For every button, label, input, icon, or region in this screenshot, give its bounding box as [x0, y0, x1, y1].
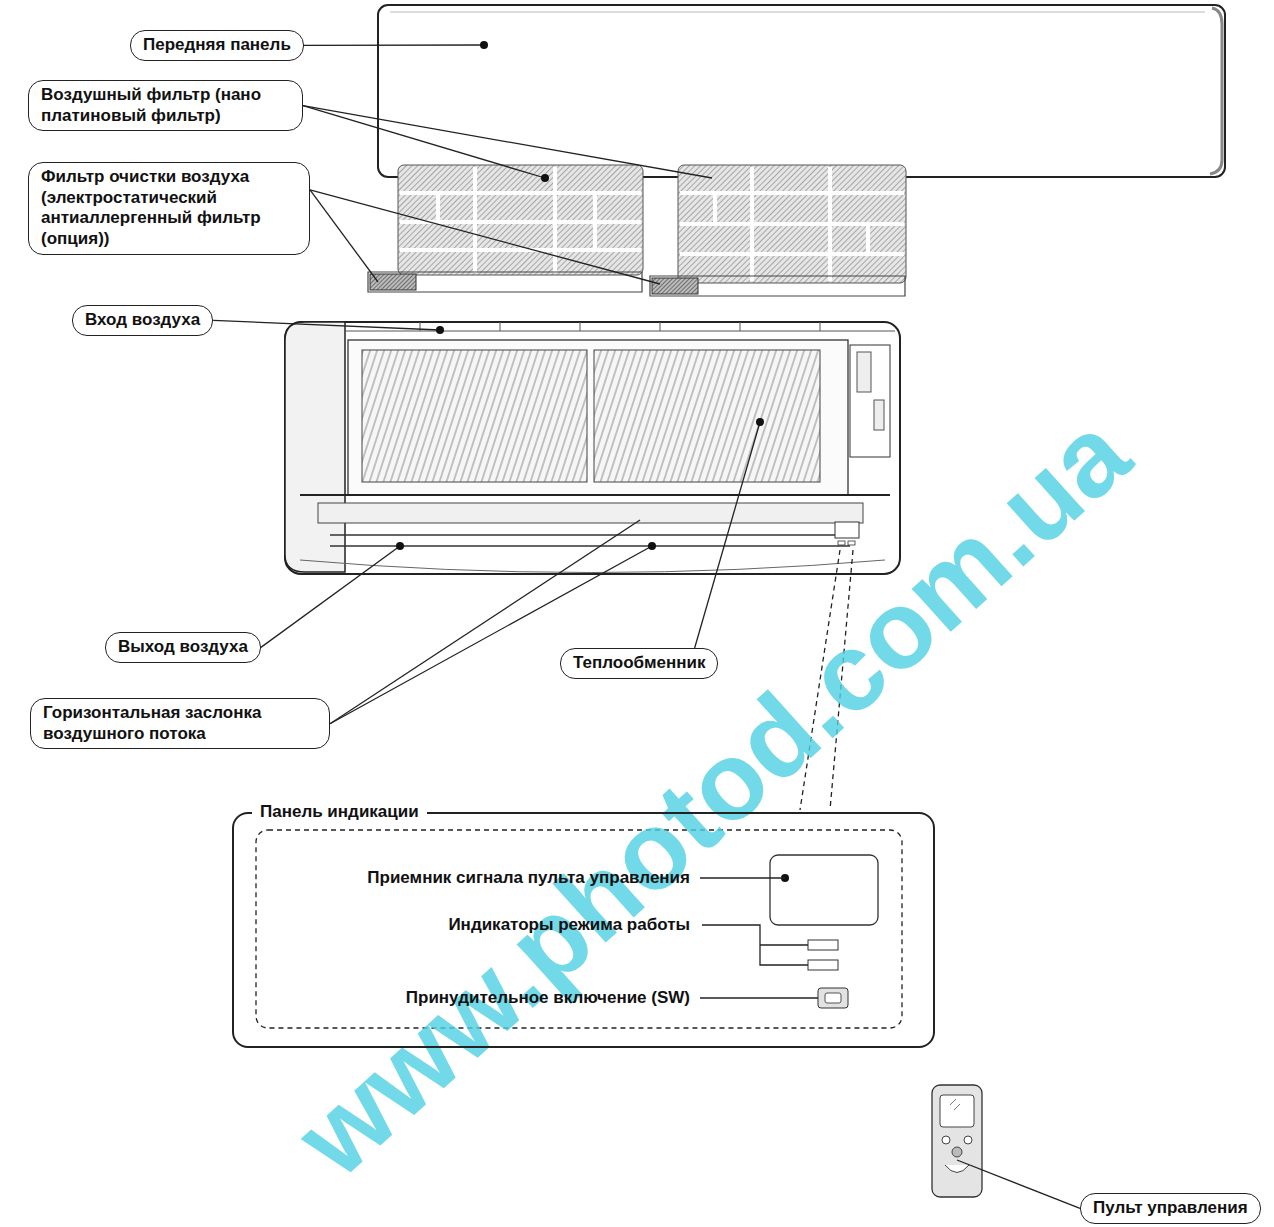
part-label: Пульт управления [1080, 1193, 1261, 1224]
leader-dot [396, 542, 404, 550]
label-text: Фильтр очистки воздуха (электростатическ… [41, 167, 297, 250]
electrostatic-filter [370, 274, 698, 294]
part-label: Индикаторы режима работы [448, 915, 690, 935]
air-filter [368, 165, 906, 296]
label-text: Выход воздуха [118, 637, 248, 658]
leader-line [330, 520, 640, 724]
leader-dot [648, 542, 656, 550]
label-text: Теплообменник [573, 653, 705, 674]
part-label: Принудительное включение (SW) [406, 988, 690, 1008]
leader-line [957, 1160, 1080, 1208]
label-text: Воздушный фильтр (нано платиновый фильтр… [41, 85, 290, 126]
part-label: Вход воздуха [72, 305, 213, 336]
part-label: Передняя панель [130, 30, 304, 61]
part-label: Фильтр очистки воздуха (электростатическ… [28, 162, 310, 255]
leader-dot [480, 41, 488, 49]
leader-line [303, 106, 712, 178]
label-text: Горизонтальная заслонка воздушного поток… [43, 703, 317, 744]
remote-control [932, 1085, 982, 1197]
indicator-panel: Панель индикацииПриемник сигнала пульта … [232, 812, 935, 1048]
part-label: Воздушный фильтр (нано платиновый фильтр… [28, 80, 303, 131]
leader-line [310, 190, 660, 284]
leader-dot [756, 418, 764, 426]
indoor-unit [285, 322, 900, 574]
label-text: Передняя панель [143, 35, 291, 56]
leader-dot [541, 174, 549, 182]
part-label: Теплообменник [560, 648, 718, 679]
label-text: Вход воздуха [85, 310, 200, 331]
front-panel [378, 5, 1225, 177]
leader-line [304, 44, 484, 46]
leader-line [330, 546, 652, 724]
leader-line [213, 320, 440, 330]
part-label: Приемник сигнала пульта управления [367, 868, 690, 888]
label-text: Пульт управления [1093, 1198, 1248, 1219]
part-label: Горизонтальная заслонка воздушного поток… [30, 698, 330, 749]
watermark: www.photod.com.ua [271, 389, 1152, 1200]
panel-title: Панель индикации [252, 802, 427, 822]
part-label: Выход воздуха [105, 632, 261, 663]
leader-dot [436, 326, 444, 334]
leader-line [310, 190, 378, 282]
leader-line [695, 422, 760, 648]
leader-line [261, 546, 400, 647]
